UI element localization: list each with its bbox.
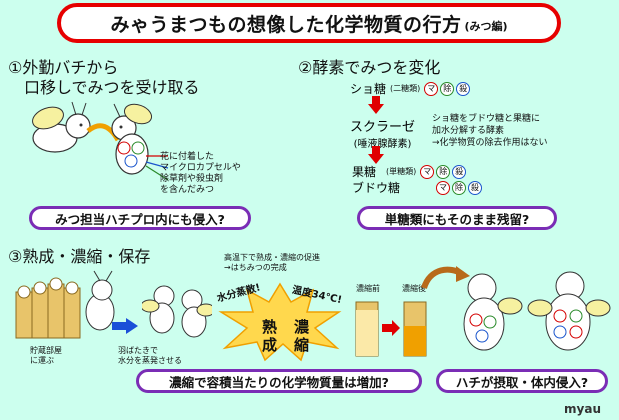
curved-brown-arrow-icon [421, 266, 470, 290]
consuming-bee-icon [463, 273, 523, 351]
fructose-label: 果糖 [352, 165, 377, 179]
consuming-bee-icon [527, 271, 611, 351]
wing-label-line: 水分を蒸発させる [118, 356, 182, 365]
sucrose-row: ショ糖 (二糖類) マ 除 殺 [350, 80, 472, 97]
storage-cells-illustration [15, 270, 115, 339]
micro-badge: マ [424, 81, 439, 96]
concentration-cells-illustration [355, 301, 427, 357]
cell-before-icon [355, 301, 379, 357]
storage-label-line: に運ぶ [30, 356, 54, 365]
section3-right-question-pill: ハチが摂取・体内侵入? [436, 369, 608, 393]
before-label: 濃縮前 [356, 284, 380, 293]
burst-char: 濃 [294, 318, 310, 336]
glucose-label: ブドウ糖 [352, 181, 401, 195]
temperature-note-line: →はちみつの完成 [224, 263, 287, 272]
fructose-row: 果糖 (単糖類) マ 除 殺 [352, 163, 468, 180]
burst-char: 縮 [294, 336, 310, 354]
section2-heading: ②酵素でみつを変化 [298, 58, 441, 77]
fanning-bees-illustration [142, 285, 212, 338]
herbicide-badge: 除 [440, 81, 455, 96]
temperature-note-line: 高温下で熟成・濃縮の促進 [224, 253, 320, 262]
section3-heading: ③熟成・濃縮・保存 [8, 247, 151, 266]
section1-question-pill: みつ担当ハチプロ内にも侵入? [29, 206, 251, 230]
insecticide-badge: 殺 [456, 81, 471, 96]
down-arrow-icon [368, 146, 384, 164]
title-banner: みゃうまつもの想像した化学物質の行方 (みつ編) [57, 3, 561, 43]
burst-char: 熟 [262, 318, 278, 336]
flower-note-line: マイクロカプセルや [160, 163, 241, 173]
mono-type: (単糖類) [386, 166, 417, 176]
section3-left-question-pill: 濃縮で容積当たりの化学物質量は増加? [136, 369, 422, 393]
glucose-row: ブドウ糖 マ 除 殺 [352, 179, 484, 196]
title-main: みゃうまつもの想像した化学物質の行方 [110, 13, 462, 36]
cell-after-icon [403, 301, 427, 357]
right-arrow-icon [112, 318, 138, 334]
flower-note-line: 除草剤や殺虫剤 [160, 174, 224, 184]
herbicide-badge: 除 [452, 180, 466, 195]
consuming-bees-illustration [463, 271, 611, 351]
flower-note-line: を含んだみつ [160, 185, 215, 195]
sucrose-label: ショ糖 [350, 82, 387, 96]
burst-char: 成 [262, 336, 278, 354]
worker-bee-right-icon [111, 103, 153, 175]
flower-note-line: 花に付着した [160, 152, 215, 162]
myau-logo: myau [564, 402, 601, 416]
temperature-note: 高温下で熟成・濃縮の促進 →はちみつの完成 [224, 253, 320, 273]
carrier-bee-icon [85, 270, 115, 331]
down-arrow-icon [368, 96, 384, 114]
red-right-arrow-icon [382, 320, 400, 336]
section2-question-pill: 単糖類にもそのまま残留? [357, 206, 557, 230]
micro-badge: マ [436, 180, 450, 195]
insecticide-badge: 殺 [452, 164, 467, 179]
ripening-burst-illustration [218, 282, 342, 362]
after-label: 濃縮後 [402, 284, 426, 293]
insecticide-badge: 殺 [468, 180, 482, 195]
enzyme-note-line: →化学物質の除去作用はない [432, 138, 548, 148]
storage-label-line: 貯蔵部屋 [30, 346, 62, 355]
title-sub: (みつ編) [464, 19, 508, 33]
fanning-bee-icon [142, 285, 175, 334]
enzyme-origin: (唾液腺酵素) [353, 139, 412, 150]
enzyme-note-line: 加水分解する酵素 [432, 126, 505, 136]
herbicide-badge: 除 [436, 164, 451, 179]
wing-label-line: 羽ばたきで [118, 346, 158, 355]
micro-badge: マ [420, 164, 435, 179]
pointer-lines-icon [145, 155, 169, 181]
bees-mouth-transfer-illustration [32, 101, 169, 181]
enzyme-name: スクラーゼ [350, 120, 416, 135]
enzyme-block: スクラーゼ (唾液腺酵素) [350, 116, 415, 150]
flower-note: 花に付着した マイクロカプセルや 除草剤や殺虫剤 を含んだみつ [160, 152, 241, 196]
fanning-bee-icon [181, 289, 212, 338]
section1-heading-line1: ①外勤バチから [8, 58, 119, 77]
honeycomb-cells-icon [15, 277, 81, 339]
wing-label: 羽ばたきで 水分を蒸発させる [118, 346, 182, 366]
enzyme-note-line: ショ糖をブドウ糖と果糖に [432, 114, 541, 124]
sucrose-type: (二糖類) [390, 83, 421, 93]
section1-heading-line2: 口移しでみつを受け取る [24, 78, 200, 97]
worker-bee-left-icon [32, 101, 91, 153]
enzyme-note: ショ糖をブドウ糖と果糖に 加水分解する酵素 →化学物質の除去作用はない [432, 113, 548, 149]
storage-label: 貯蔵部屋 に運ぶ [30, 346, 62, 366]
